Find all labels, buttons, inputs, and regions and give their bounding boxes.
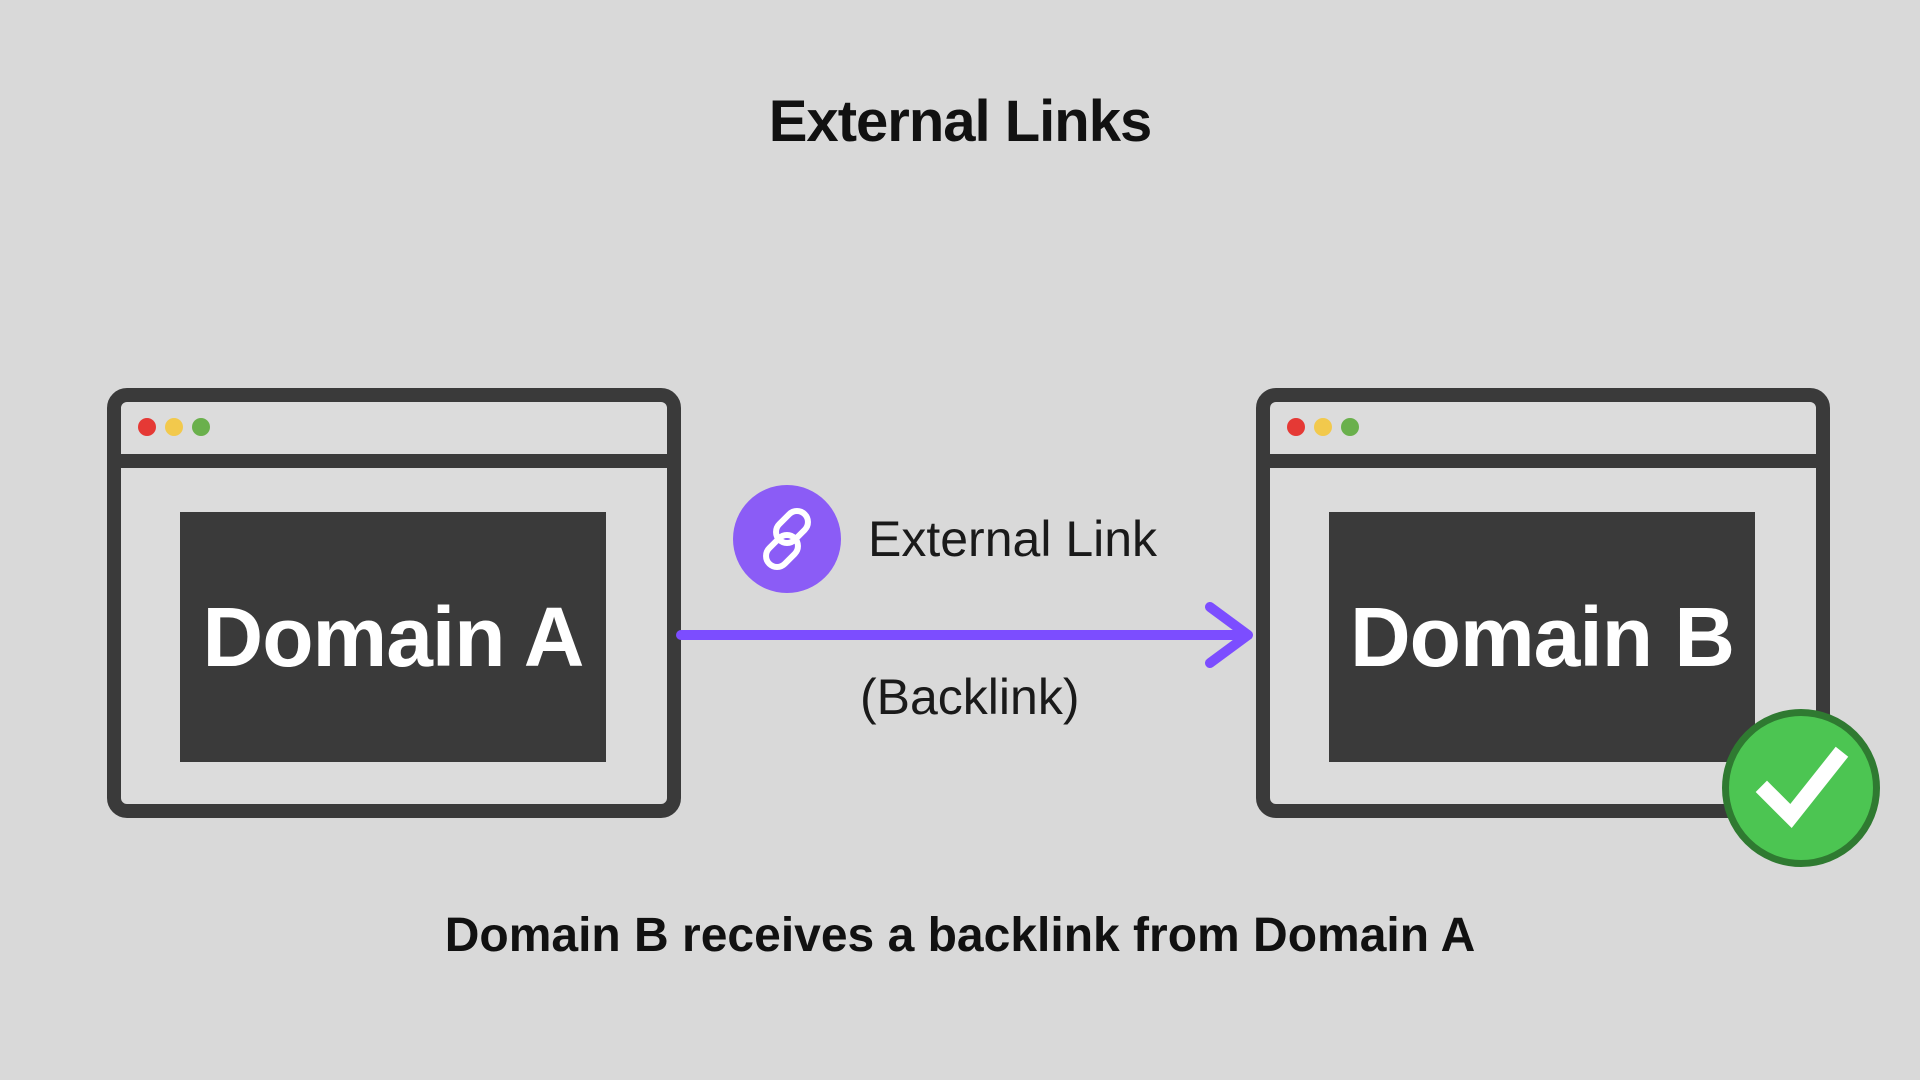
minimize-dot-icon — [1314, 418, 1332, 436]
domain-a-window: Domain A — [107, 388, 681, 818]
minimize-dot-icon — [165, 418, 183, 436]
window-titlebar — [1270, 402, 1816, 468]
maximize-dot-icon — [192, 418, 210, 436]
arrow-head — [1205, 602, 1253, 668]
maximize-dot-icon — [1341, 418, 1359, 436]
backlink-label: (Backlink) — [860, 669, 1080, 725]
window-titlebar — [121, 402, 667, 468]
domain-b-window: Domain B — [1256, 388, 1830, 818]
link-icon — [763, 508, 811, 570]
close-dot-icon — [138, 418, 156, 436]
diagram-title: External Links — [768, 89, 1152, 154]
link-badge — [733, 485, 841, 593]
external-link-label: External Link — [868, 511, 1158, 567]
success-badge — [1722, 709, 1880, 867]
checkmark-icon — [1755, 746, 1849, 829]
domain-b-panel: Domain B — [1329, 512, 1755, 762]
domain-a-panel: Domain A — [180, 512, 606, 762]
domain-a-label: Domain A — [202, 589, 585, 684]
domain-b-label: Domain B — [1349, 589, 1735, 684]
close-dot-icon — [1287, 418, 1305, 436]
diagram-caption: Domain B receives a backlink from Domain… — [444, 909, 1476, 962]
